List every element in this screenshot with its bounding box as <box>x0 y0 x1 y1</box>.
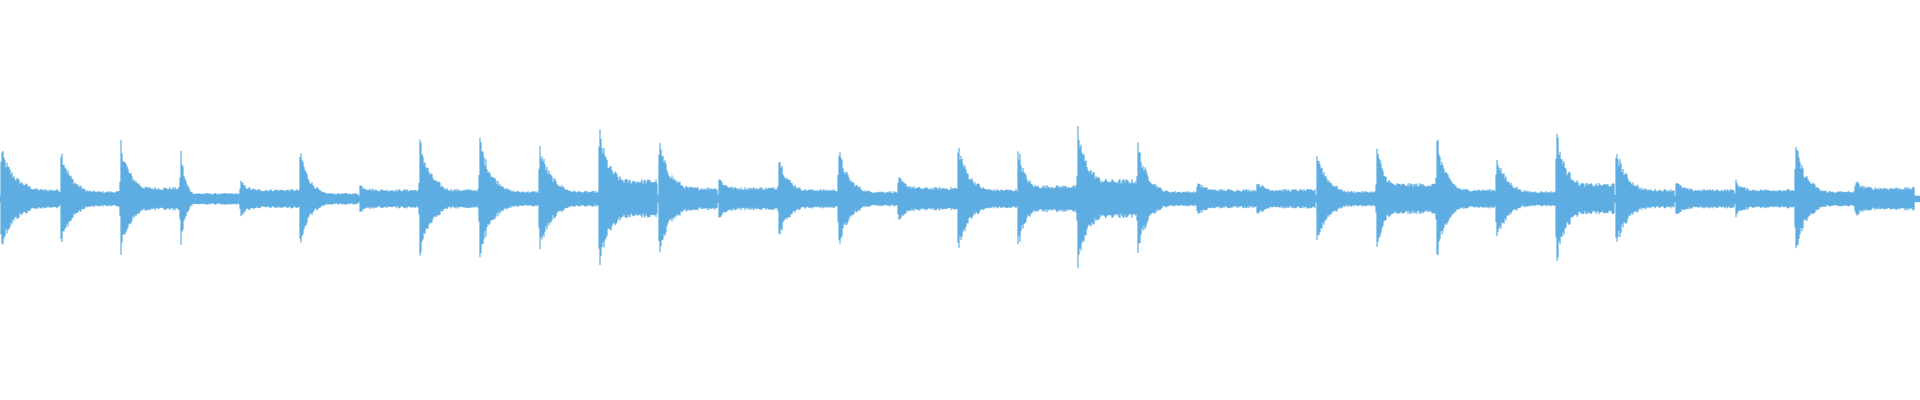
waveform-center-line <box>0 196 1920 202</box>
waveform-bars <box>0 126 1920 269</box>
